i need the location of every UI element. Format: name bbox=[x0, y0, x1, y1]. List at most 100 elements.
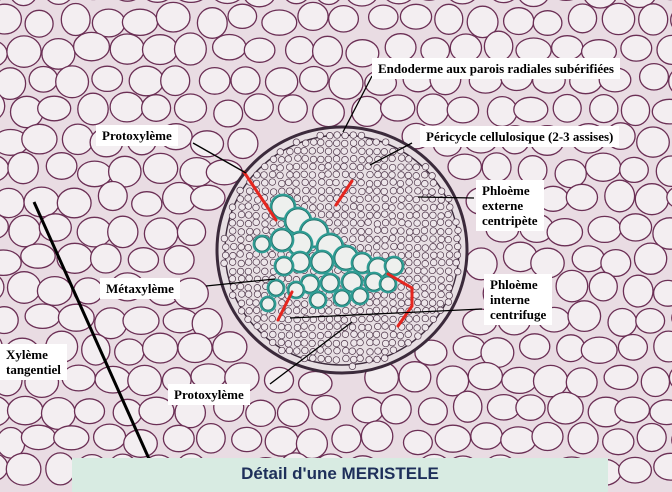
xylem-vessel bbox=[334, 290, 350, 306]
parenchyma-cell bbox=[399, 3, 433, 30]
parenchyma-cell bbox=[486, 393, 521, 421]
phloem-cell bbox=[245, 298, 254, 306]
figure-caption: Détail d'une MERISTELE bbox=[72, 458, 608, 492]
phloem-cell bbox=[269, 219, 277, 227]
parenchyma-cell bbox=[297, 1, 329, 32]
phloem-cell bbox=[436, 299, 444, 308]
phloem-cell bbox=[236, 282, 245, 291]
phloem-cell bbox=[333, 330, 341, 339]
phloem-cell bbox=[445, 251, 454, 259]
parenchyma-cell bbox=[276, 398, 310, 428]
parenchyma-cell bbox=[20, 424, 57, 451]
phloem-cell bbox=[366, 338, 374, 347]
parenchyma-cell bbox=[213, 99, 244, 128]
parenchyma-cell bbox=[638, 3, 669, 36]
phloem-cell bbox=[317, 210, 326, 219]
phloem-cell bbox=[397, 171, 405, 179]
parenchyma-cell bbox=[140, 94, 172, 122]
phloem-cell bbox=[436, 242, 444, 250]
phloem-cell bbox=[364, 194, 373, 202]
parenchyma-cell bbox=[284, 35, 315, 65]
phloem-cell bbox=[292, 306, 301, 315]
phloem-cell bbox=[405, 203, 413, 211]
parenchyma-cell bbox=[60, 2, 91, 37]
phloem-cell bbox=[244, 220, 253, 228]
phloem-cell bbox=[317, 138, 325, 147]
parenchyma-cell bbox=[89, 243, 122, 274]
phloem-cell bbox=[293, 299, 301, 308]
phloem-cell bbox=[413, 235, 421, 243]
phloem-cell bbox=[390, 306, 398, 314]
phloem-cell bbox=[445, 219, 453, 227]
parenchyma-cell bbox=[580, 336, 618, 364]
parenchyma-cell bbox=[601, 2, 636, 36]
phloem-cell bbox=[405, 186, 413, 194]
phloem-cell bbox=[421, 180, 429, 188]
phloem-cell bbox=[381, 242, 389, 250]
phloem-cell bbox=[404, 339, 412, 347]
phloem-cell bbox=[404, 251, 413, 259]
phloem-cell bbox=[429, 219, 438, 228]
phloem-cell bbox=[454, 242, 462, 251]
parenchyma-cell bbox=[607, 307, 638, 337]
parenchyma-cell bbox=[214, 0, 240, 5]
phloem-cell bbox=[421, 290, 429, 298]
phloem-cell bbox=[414, 187, 422, 195]
phloem-cell bbox=[260, 314, 268, 322]
phloem-cell bbox=[341, 330, 350, 338]
phloem-cell bbox=[261, 267, 269, 275]
phloem-cell bbox=[236, 186, 244, 195]
phloem-cell bbox=[292, 179, 300, 187]
parenchyma-cell bbox=[398, 361, 432, 393]
phloem-cell bbox=[428, 299, 437, 307]
phloem-cell bbox=[326, 194, 334, 203]
phloem-cell bbox=[380, 178, 389, 187]
parenchyma-cell bbox=[417, 397, 448, 426]
phloem-cell bbox=[246, 227, 254, 236]
phloem-cell bbox=[252, 258, 260, 266]
phloem-cell bbox=[341, 204, 349, 212]
parenchyma-cell bbox=[109, 33, 145, 65]
parenchyma-cell bbox=[481, 152, 512, 183]
parenchyma-cell bbox=[550, 35, 584, 61]
parenchyma-cell bbox=[160, 65, 191, 97]
parenchyma-cell bbox=[486, 95, 518, 128]
parenchyma-cell bbox=[6, 35, 42, 68]
phloem-cell bbox=[429, 179, 438, 187]
phloem-cell bbox=[308, 171, 317, 179]
leader-line bbox=[417, 196, 475, 199]
phloem-cell bbox=[397, 283, 405, 291]
phloem-cell bbox=[405, 315, 413, 323]
phloem-cell bbox=[413, 178, 422, 187]
phloem-cell bbox=[229, 227, 237, 235]
phloem-cell bbox=[357, 219, 365, 227]
phloem-cell bbox=[373, 314, 381, 322]
phloem-cell bbox=[374, 322, 382, 331]
parenchyma-cell bbox=[141, 34, 179, 66]
parenchyma-cell bbox=[91, 65, 124, 93]
label-xyleme-tangentiel-line1: Xylème bbox=[6, 347, 48, 362]
phloem-cell bbox=[421, 171, 429, 179]
phloem-cell bbox=[438, 283, 446, 291]
parenchyma-cell bbox=[447, 153, 483, 181]
phloem-cell bbox=[412, 250, 421, 259]
parenchyma-cell bbox=[92, 423, 127, 451]
phloem-cell bbox=[268, 315, 276, 323]
parenchyma-cell bbox=[351, 396, 384, 424]
phloem-cell bbox=[364, 323, 372, 332]
phloem-cell bbox=[373, 179, 382, 188]
phloem-cell bbox=[253, 290, 262, 298]
phloem-cell bbox=[244, 202, 253, 210]
phloem-cell bbox=[324, 147, 333, 155]
phloem-cell bbox=[317, 322, 326, 330]
parenchyma-cell bbox=[452, 335, 486, 361]
phloem-cell bbox=[365, 356, 373, 364]
phloem-cell bbox=[348, 323, 357, 331]
phloem-cell bbox=[325, 211, 334, 219]
phloem-cell bbox=[422, 307, 430, 315]
phloem-cell bbox=[396, 212, 405, 220]
parenchyma-cell bbox=[565, 183, 599, 212]
phloem-cell bbox=[412, 283, 420, 291]
parenchyma-cell bbox=[636, 126, 670, 158]
phloem-cell bbox=[388, 154, 396, 163]
